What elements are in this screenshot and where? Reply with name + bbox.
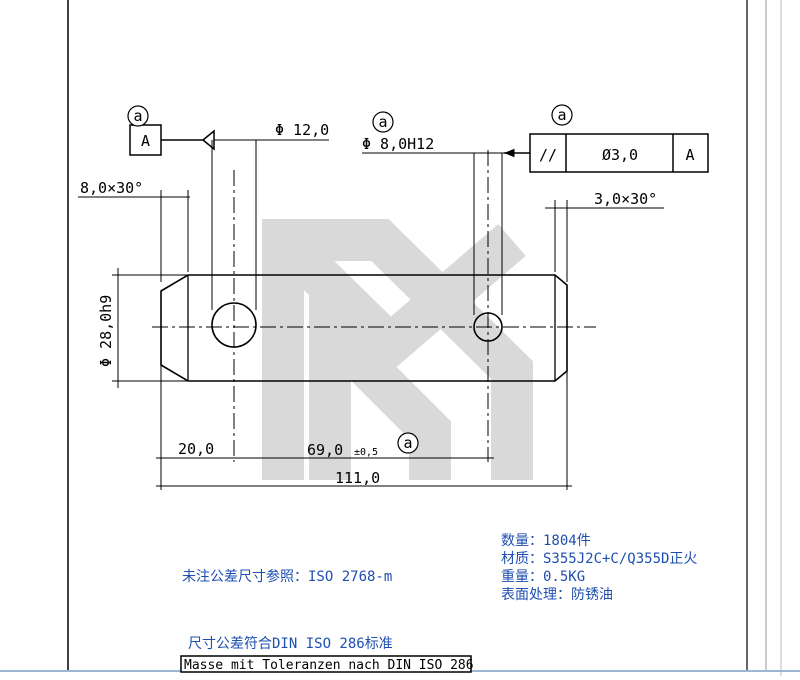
din-note-de: Masse mit Toleranzen nach DIN ISO 286 bbox=[184, 658, 474, 673]
small-hole-dimension: Φ 8,0H12 bbox=[362, 135, 434, 153]
datum-letter: A bbox=[141, 132, 150, 150]
chamfer-right-dimension-lines bbox=[545, 200, 664, 282]
hole-spacing-dimension: 69,0 bbox=[307, 441, 343, 459]
datum-feature-left: A bbox=[129, 124, 329, 310]
din-note-box bbox=[180, 655, 472, 673]
left-to-hole-dimension: 20,0 bbox=[178, 440, 214, 458]
marker-circle: a bbox=[127, 105, 149, 127]
shaft-part bbox=[152, 150, 596, 462]
svg-text:a: a bbox=[133, 107, 142, 125]
overall-length-dimension: 111,0 bbox=[335, 469, 380, 487]
general-tolerance-note: 未注公差尺寸参照：ISO 2768-m bbox=[182, 568, 392, 585]
spec-quantity: 数量：1804件 bbox=[501, 533, 591, 549]
chamfer-left-dimension-lines bbox=[78, 190, 190, 282]
large-hole-dimension: Φ 12,0 bbox=[275, 121, 329, 139]
tolerance-datum: A bbox=[685, 146, 694, 164]
svg-text:a: a bbox=[378, 113, 387, 131]
marker-circle: a bbox=[551, 104, 573, 126]
horizontal-dimension-lines bbox=[156, 365, 572, 490]
spec-weight: 重量：0.5KG bbox=[501, 569, 585, 585]
hole-spacing-tolerance: ±0,5 bbox=[354, 447, 378, 458]
chamfer-right-dimension: 3,0×30° bbox=[594, 190, 657, 208]
chamfer-left-dimension: 8,0×30° bbox=[80, 179, 143, 197]
svg-text:a: a bbox=[557, 106, 566, 124]
spec-material: 材质：S355J2C+C/Q355D正火 bbox=[501, 551, 697, 567]
parallelism-symbol: // bbox=[539, 146, 557, 164]
marker-circle: a bbox=[372, 111, 394, 133]
marker-circle: a bbox=[397, 432, 419, 454]
spec-surface: 表面处理：防锈油 bbox=[501, 587, 613, 603]
shaft-diameter-dimension: Φ 28,0h9 bbox=[97, 295, 115, 367]
shaft-diameter-dimension-lines bbox=[112, 268, 190, 388]
small-hole-dimension-lines bbox=[362, 152, 528, 315]
tolerance-value: Ø3,0 bbox=[602, 146, 638, 164]
svg-text:a: a bbox=[403, 434, 412, 452]
tolerance-frame-parallel bbox=[504, 133, 709, 173]
din-note-cn: 尺寸公差符合DIN ISO 286标准 bbox=[188, 636, 393, 652]
